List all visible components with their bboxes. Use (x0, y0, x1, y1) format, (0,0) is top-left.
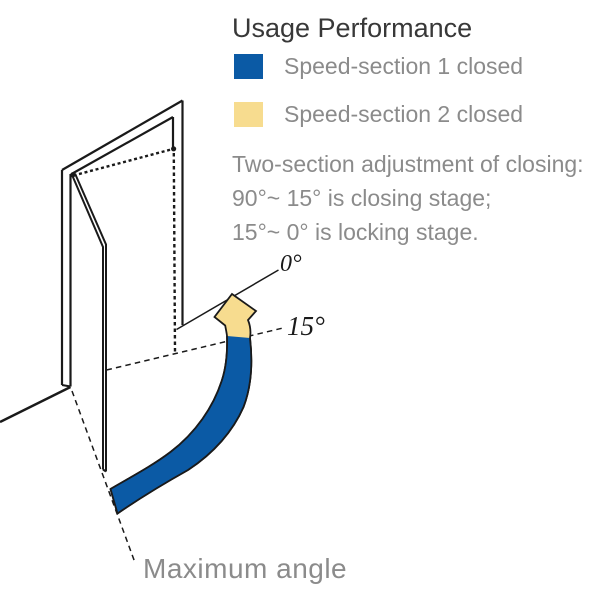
leaf-bottom-cap (102, 468, 107, 473)
closed-door-top-dashed (73, 148, 172, 177)
speed-section-1-swatch (234, 53, 263, 79)
wall-base-line (0, 385, 72, 424)
door-closed-dashed-outline (73, 146, 177, 353)
legend: Usage Performance Speed-section 1 closed… (232, 13, 600, 245)
frame-top-outer-edge (61, 99, 184, 171)
legend-item-label: Speed-section 2 closed (284, 100, 524, 127)
max-angle-label: Maximum angle (143, 553, 347, 584)
leaf-near-edge (71, 175, 104, 470)
fifteen-degree-label: 15° (287, 311, 325, 341)
legend-item-speed-section-2: Speed-section 2 closed (234, 101, 523, 127)
door-leaf-open (70, 172, 107, 473)
legend-item-speed-section-1: Speed-section 1 closed (234, 53, 523, 79)
speed-section-1-arc-outline (109, 335, 253, 515)
speed-section-1-arc (110, 336, 252, 514)
description-line: 90°~ 15° is closing stage; (232, 185, 492, 211)
door-frame (0, 99, 184, 424)
description-line: 15°~ 0° is locking stage. (232, 219, 479, 245)
fifteen-degree-leader-line (106, 327, 284, 371)
swing-arrow (109, 292, 258, 515)
speed-section-2-swatch (234, 101, 263, 127)
legend-title: Usage Performance (232, 13, 473, 43)
max-angle-leader-line (71, 390, 137, 565)
description-block: Two-section adjustment of closing: 90°~ … (232, 147, 600, 249)
zero-degree-label: 0° (280, 251, 302, 277)
leaf-far-edge (74, 173, 107, 472)
closed-door-edge-dashed (172, 152, 177, 353)
frame-bottom-connector (61, 384, 71, 388)
legend-item-label: Speed-section 1 closed (284, 52, 524, 79)
frame-top-inner-edge (70, 116, 174, 175)
description-line: Two-section adjustment of closing: (232, 151, 584, 177)
closed-door-corner-dot (171, 146, 177, 152)
